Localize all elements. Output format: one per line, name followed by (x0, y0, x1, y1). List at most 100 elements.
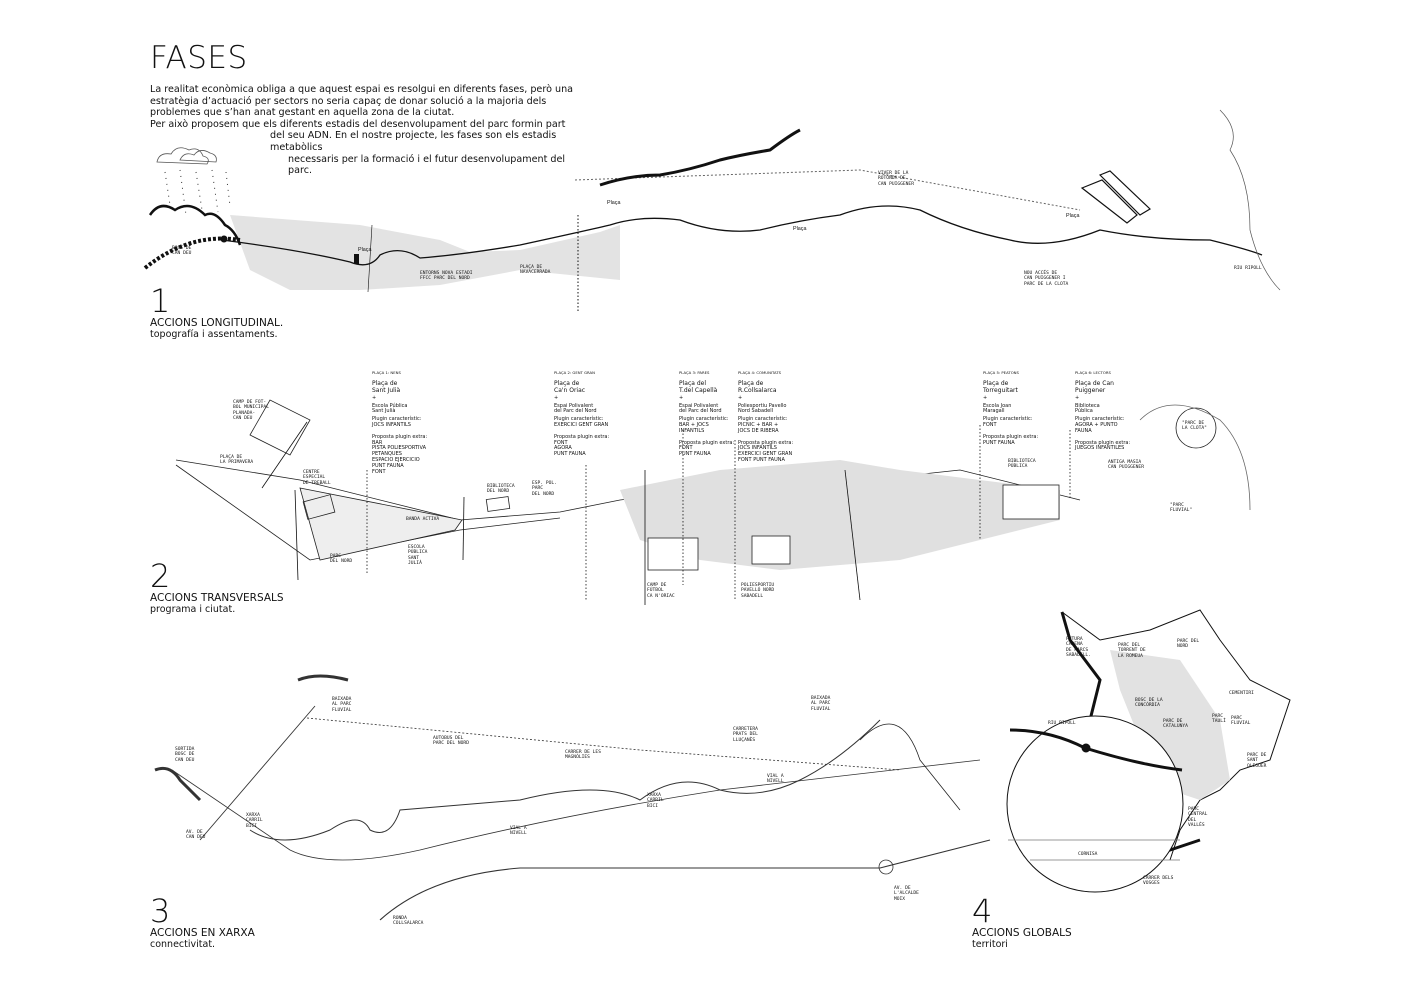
label-baixada-parc-fluvial: BAIXADA AL PARC FLUVIAL (332, 697, 352, 713)
phase-1-heading: 1 ACCIONS LONGITUDINAL. topografía i ass… (150, 285, 283, 340)
plaza-block-6: PLAÇA 6: LECTORS Plaça de Can Puiggener … (1075, 370, 1165, 452)
label-autobus: AUTOBUS DEL PARC DEL NORD (433, 736, 469, 747)
forest-canopy (148, 204, 242, 246)
phase-subtitle: programa i ciutat. (150, 604, 236, 615)
label-placa: Plaça (607, 200, 621, 206)
intro-paragraph-2: Per això proposem que els diferents esta… (150, 118, 566, 130)
football-field-right (1002, 484, 1060, 520)
phase2-plan (175, 399, 1251, 605)
phase-subtitle: connectivitat. (150, 939, 216, 950)
river-edge (1219, 109, 1281, 291)
label-baixada-parc-fluvial: BAIXADA AL PARC FLUVIAL (811, 696, 831, 712)
phase-subtitle: topografía i assentaments. (150, 329, 278, 340)
plaza-header: PLAÇA 4: COMUNITATS (738, 370, 782, 375)
label-biblioteca-nord: BIBLIOTECA DEL NORD (487, 484, 515, 495)
plaza-proposal: Proposta plugin extra: JOCS INFANTILS EX… (738, 439, 794, 463)
phase-number: 3 (150, 892, 171, 930)
label-bosc-can-deu: BOSC DE CAN DEU (172, 246, 192, 257)
label-xarxa-carril-bici: XARXA CARRIL BICI (647, 793, 664, 809)
label-xarxa-carril-bici: XARXA CARRIL BICI (246, 813, 263, 829)
label-parc-nord: PARC DEL NORD (1177, 639, 1200, 650)
label-sortida-bosc: SORTIDA BOSC DE CAN DEU (175, 747, 195, 763)
plaza-facility: Biblioteca Pública (1075, 402, 1100, 415)
label-entorns-estadi: ENTORNS NOVA ESTADI FFCC PARC DEL NORD (420, 271, 473, 282)
phase-subtitle: territori (972, 939, 1008, 950)
plaza-header: PLAÇA 5: PEATONS (983, 370, 1019, 375)
label-centre-especial: CENTRE ESPECIAL DE TREBALL (303, 470, 331, 486)
phase-title: ACCIONS LONGITUDINAL. (150, 317, 284, 329)
plaza-plugin: Plugin característic: FONT (983, 416, 1033, 428)
plaza-proposal: Proposta plugin extra: BAR PISTA POLIESP… (372, 433, 428, 475)
label-parc-clota: "PARC DE LA CLOTA" (1182, 421, 1207, 432)
label-parc-fluvial: PARC FLUVIAL (1231, 716, 1251, 727)
label-cementiri: CEMENTIRI (1229, 691, 1254, 696)
plaza-plugin: Plugin característic: AGORA + PUNTO FAUN… (1075, 416, 1125, 434)
label-viver-rotonda: VIVER DE LA ROTONDA DE CAN PUIGGENER (878, 171, 914, 187)
plaza-plugin: Plugin característic: BAR + JOCS INFANTI… (679, 416, 729, 434)
phase3-plan (154, 674, 991, 921)
plaza-proposal: Proposta plugin extra: JUEGOS INFANTILES (1075, 439, 1131, 452)
plaza-name: Plaça del T.del Capellà (679, 379, 718, 394)
label-carrer-magnolies: CARRER DE LES MAGNÒLIES (565, 750, 601, 761)
plaza-header: PLAÇA 1: NENS (372, 370, 401, 375)
label-placa: Plaça (793, 226, 807, 232)
zoom-circle (1006, 715, 1184, 893)
plaza-facility: Espai Polivalent del Parc del Nord (679, 402, 722, 415)
label-carretera-prats: CARRETERA PRATS DEL LLUÇANÈS (733, 727, 758, 743)
label-parc-nord: PARC DEL NORD (330, 554, 353, 565)
buildings-right (1080, 170, 1151, 224)
plaza-name: Plaça de Sant Julià (372, 379, 401, 394)
parc-clota-circle (1175, 407, 1217, 449)
plaza-name: Plaça de Torreguitart (983, 379, 1018, 394)
label-poliesportiu: POLIESPORTIU PAVELLÓ NORD SABADELL (741, 583, 775, 599)
plaza-proposal: Proposta plugin extra: FONT PUNT FAUNA (679, 439, 735, 458)
plaza-plus: + (554, 394, 559, 401)
rain-dots (164, 169, 231, 216)
label-esp-pol: ESP. POL. PARC DEL NORD (532, 481, 557, 497)
phase-2-heading: 2 ACCIONS TRANSVERSALS programa i ciutat… (150, 560, 284, 615)
phase-title: ACCIONS GLOBALS (972, 927, 1072, 939)
centre-building (302, 494, 336, 520)
plaza-name: Plaça de Ca'n Oriac (554, 379, 586, 394)
plaza-plus: + (738, 394, 743, 401)
arrows (261, 421, 861, 605)
label-parc-torrent: PARC DEL TORRENT DE LA ROMEUA (1118, 643, 1146, 659)
football-field-oriac (647, 537, 699, 571)
phase-number: 1 (150, 282, 171, 320)
plaza-block-4: PLAÇA 4: COMUNITATS Plaça de R.Collsalar… (738, 370, 828, 464)
label-placa-navacerrada: PLAÇA DE NAVACERRADA (520, 265, 551, 276)
cloud-icon (156, 147, 217, 165)
bike-path (249, 719, 881, 841)
secondary-line (574, 169, 1081, 211)
plaza-facility: Escola Joan Maragall (983, 402, 1012, 415)
label-escola-sant-julia: ESCOLA PÚBLICA SANT JULIÀ (408, 545, 428, 567)
forest-p3 (154, 766, 202, 802)
grey-parks (1110, 650, 1230, 800)
phase-title: ACCIONS EN XARXA (150, 927, 255, 939)
plaza-plugin: Plugin característic: PICNIC + BAR + JOC… (738, 416, 788, 434)
plaza-facility: Poliesportiu Pavello Nord Sabadell (738, 402, 787, 415)
plaza-plus: + (983, 394, 988, 401)
park-band (230, 215, 620, 290)
label-vial-nivell: VIAL A NIVELL (767, 774, 784, 785)
plaza-proposal: Proposta plugin extra: FONT AGORA PUNT F… (554, 433, 610, 458)
football-field-1 (249, 399, 311, 456)
intro-paragraph-4: necessaris per la formació i el futur de… (288, 153, 566, 177)
label-parc-catalunya: PARC DE CATALUNYA (1163, 719, 1188, 730)
forest-edge (143, 236, 241, 270)
intro-paragraph-1: La realitat econòmica obliga a que aques… (150, 84, 574, 119)
phase-number: 4 (972, 892, 993, 930)
plaza-plugin: Plugin característic: JOCS INFANTILS (372, 416, 422, 428)
page-title: FASES (150, 40, 248, 76)
lower-road (379, 839, 991, 921)
plaza-header: PLAÇA 6: LECTORS (1075, 370, 1111, 375)
label-camp-futbol-municipal: CAMP DE FOT- BOL MUNICIPAL PLANADA- CAN … (233, 400, 269, 422)
label-nou-acces: NOU ACCÉS DE CAN PUIGGENER I PARC DE LA … (1024, 271, 1069, 287)
plaza-facility: Escola Pública Sant Julià (372, 402, 408, 415)
intro-paragraph-3: del seu ADN. En el nostre projecte, les … (270, 130, 557, 153)
pavello-building (751, 535, 791, 565)
label-placa-primavera: PLAÇA DE LA PRIMAVERA (220, 455, 254, 466)
plaza-plugin: Plugin característic: EXERCICI GENT GRAN (554, 416, 609, 428)
plaza-header: PLAÇA 2: GENT GRAN (554, 370, 595, 375)
plaza-block-2: PLAÇA 2: GENT GRAN Plaça de Ca'n Oriac +… (554, 370, 644, 458)
